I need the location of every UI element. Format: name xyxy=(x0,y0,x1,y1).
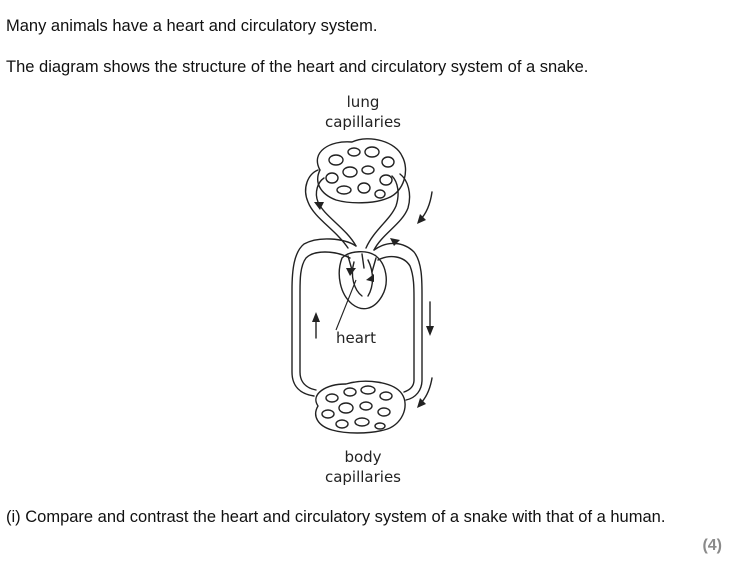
lung-label-line2: capillaries xyxy=(325,113,401,131)
lung-capillary-bed xyxy=(316,138,407,204)
lead-text: The diagram shows the structure of the h… xyxy=(6,58,589,76)
lung-label-line1: lung xyxy=(347,93,380,111)
body-label-line2: capillaries xyxy=(325,468,401,486)
body-label-line1: body xyxy=(344,448,381,466)
snake-circulatory-diagram: lung capillaries heart body capillaries xyxy=(291,93,434,486)
body-capillary-bed xyxy=(314,380,406,434)
heart-label: heart xyxy=(336,329,376,347)
intro-text: Many animals have a heart and circulator… xyxy=(6,17,378,35)
question-text: (i) Compare and contrast the heart and c… xyxy=(6,508,666,526)
marks-label: (4) xyxy=(702,537,722,554)
heart-outline xyxy=(338,251,387,310)
